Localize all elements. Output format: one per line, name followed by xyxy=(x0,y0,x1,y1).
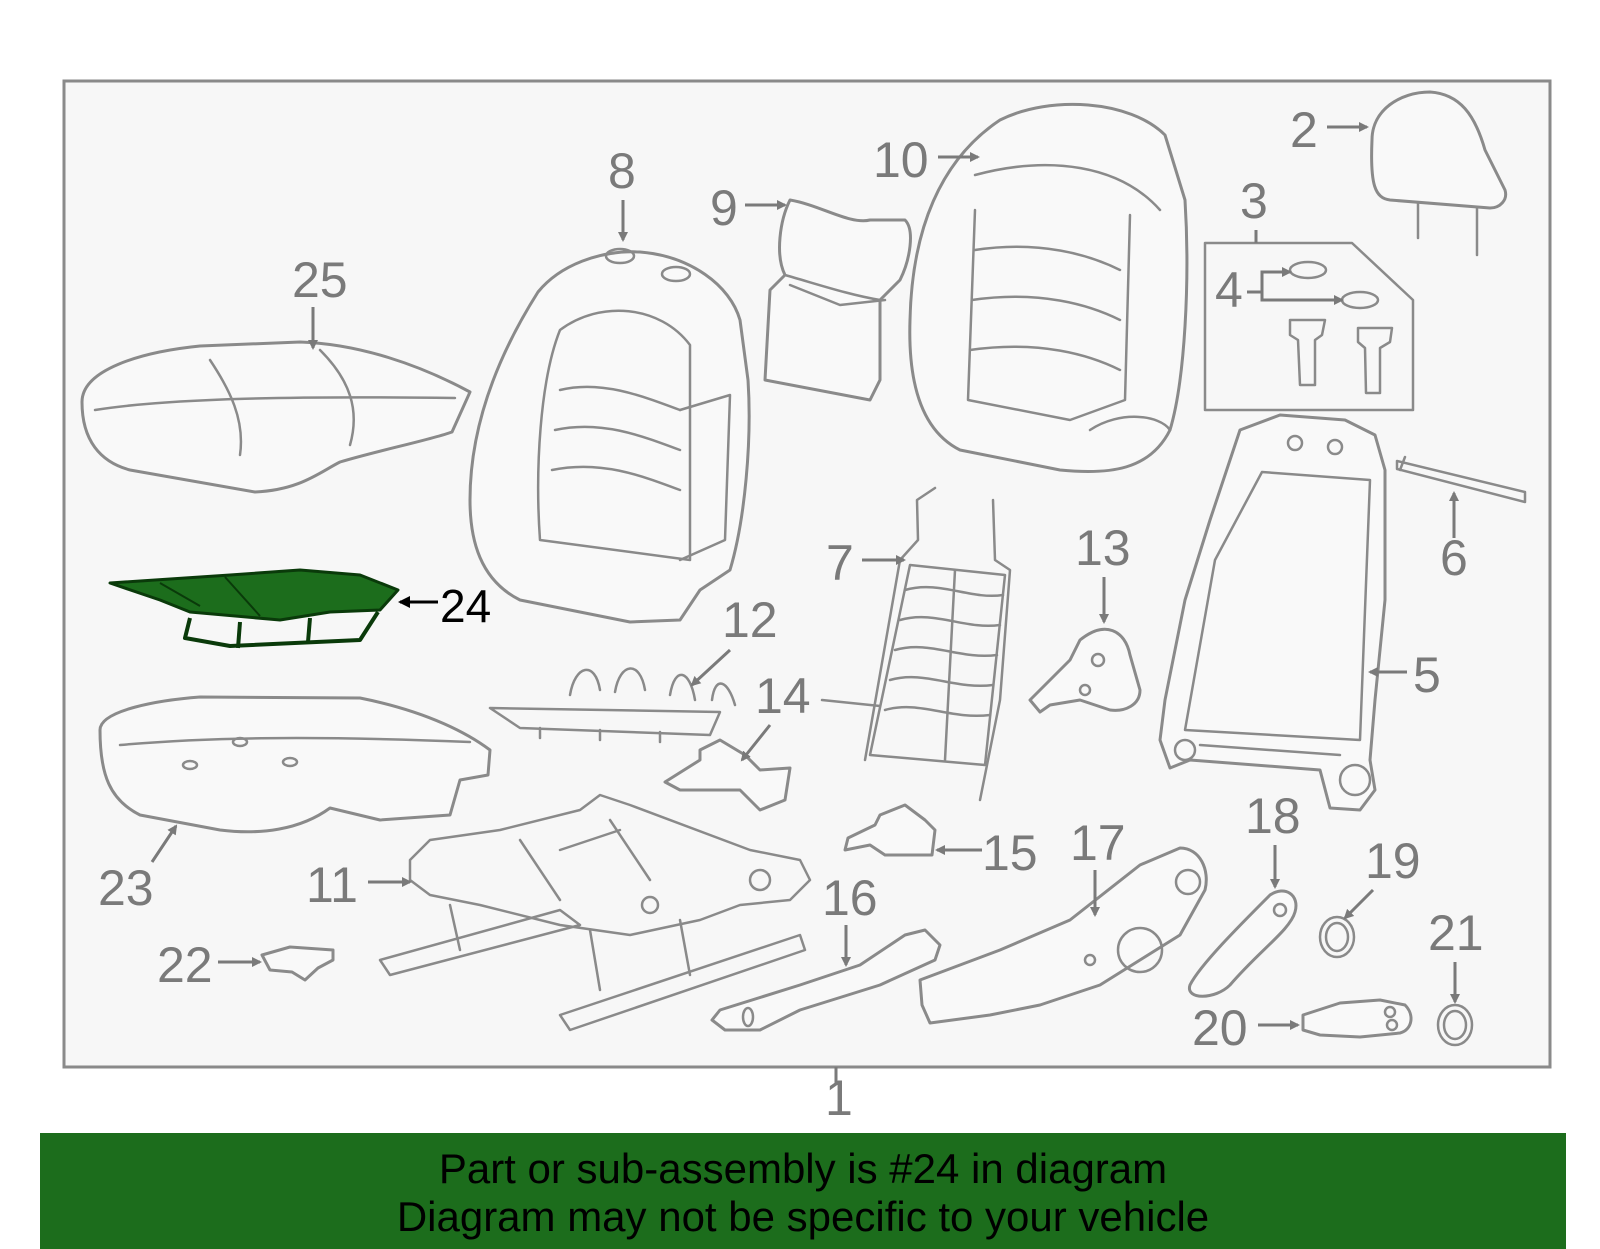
callout-22: 22 xyxy=(157,937,213,993)
part-8-back-cover xyxy=(468,247,751,624)
part-21-ring xyxy=(1436,1003,1474,1047)
callout-14-leader xyxy=(740,724,772,762)
part-23-cushion-pad xyxy=(98,695,492,834)
part-2-headrest xyxy=(1370,90,1508,257)
info-banner: Part or sub-assembly is #24 in diagram D… xyxy=(40,1133,1566,1249)
callout-3: 3 xyxy=(1240,173,1268,229)
part-18-handle xyxy=(1188,889,1298,998)
part-19-ring xyxy=(1318,915,1356,959)
part-13-bracket xyxy=(1028,627,1142,714)
callout-16: 16 xyxy=(822,870,878,926)
part-17-side-shield xyxy=(918,846,1208,1025)
callout-20: 20 xyxy=(1192,1000,1248,1056)
part-10-back-cover-front xyxy=(908,102,1189,474)
part-15-bracket xyxy=(843,803,937,857)
callout-4: 4 xyxy=(1215,262,1243,318)
callout-19-leader xyxy=(1343,888,1375,920)
callout-9: 9 xyxy=(710,180,738,236)
part-25-cushion-cover xyxy=(80,340,472,494)
callout-5: 5 xyxy=(1413,647,1441,703)
banner-line-2: Diagram may not be specific to your vehi… xyxy=(396,1193,1210,1240)
callout-24: 24 xyxy=(440,580,491,632)
part-11-adjuster xyxy=(378,793,812,1032)
callout-12-leader xyxy=(690,648,732,687)
callout-17: 17 xyxy=(1070,815,1126,871)
callout-7: 7 xyxy=(826,535,854,591)
callout-12: 12 xyxy=(722,592,778,648)
callout-21: 21 xyxy=(1428,905,1484,961)
callout-6: 6 xyxy=(1440,530,1468,586)
banner-line-1: Part or sub-assembly is #24 in diagram xyxy=(438,1145,1168,1192)
part-22-clip xyxy=(260,945,335,982)
callout-25: 25 xyxy=(292,252,348,308)
callout-11: 11 xyxy=(306,857,358,913)
callout-2: 2 xyxy=(1290,102,1318,158)
callout-14: 14 xyxy=(755,668,811,724)
callout-23-leader xyxy=(150,824,178,863)
callout-13: 13 xyxy=(1075,520,1131,576)
callout-4-leader xyxy=(1247,267,1344,305)
part-24-cushion-frame xyxy=(108,568,400,649)
part-3-guide-set xyxy=(1203,241,1415,412)
callout-15: 15 xyxy=(982,825,1038,881)
callout-23: 23 xyxy=(98,860,154,916)
part-16-trim xyxy=(710,928,942,1032)
callout-1: 1 xyxy=(825,1070,853,1126)
part-6-rod xyxy=(1395,455,1527,504)
part-5-back-frame xyxy=(1158,413,1387,812)
callout-8: 8 xyxy=(608,143,636,199)
part-12-springs xyxy=(488,667,737,744)
callout-18: 18 xyxy=(1245,788,1301,844)
callout-10: 10 xyxy=(873,132,929,188)
part-20-knob xyxy=(1301,998,1413,1039)
part-9-back-pad xyxy=(763,198,912,402)
part-14-rod xyxy=(820,698,882,708)
part-7-lumbar-mat xyxy=(863,486,1012,802)
callout-19: 19 xyxy=(1365,833,1421,889)
